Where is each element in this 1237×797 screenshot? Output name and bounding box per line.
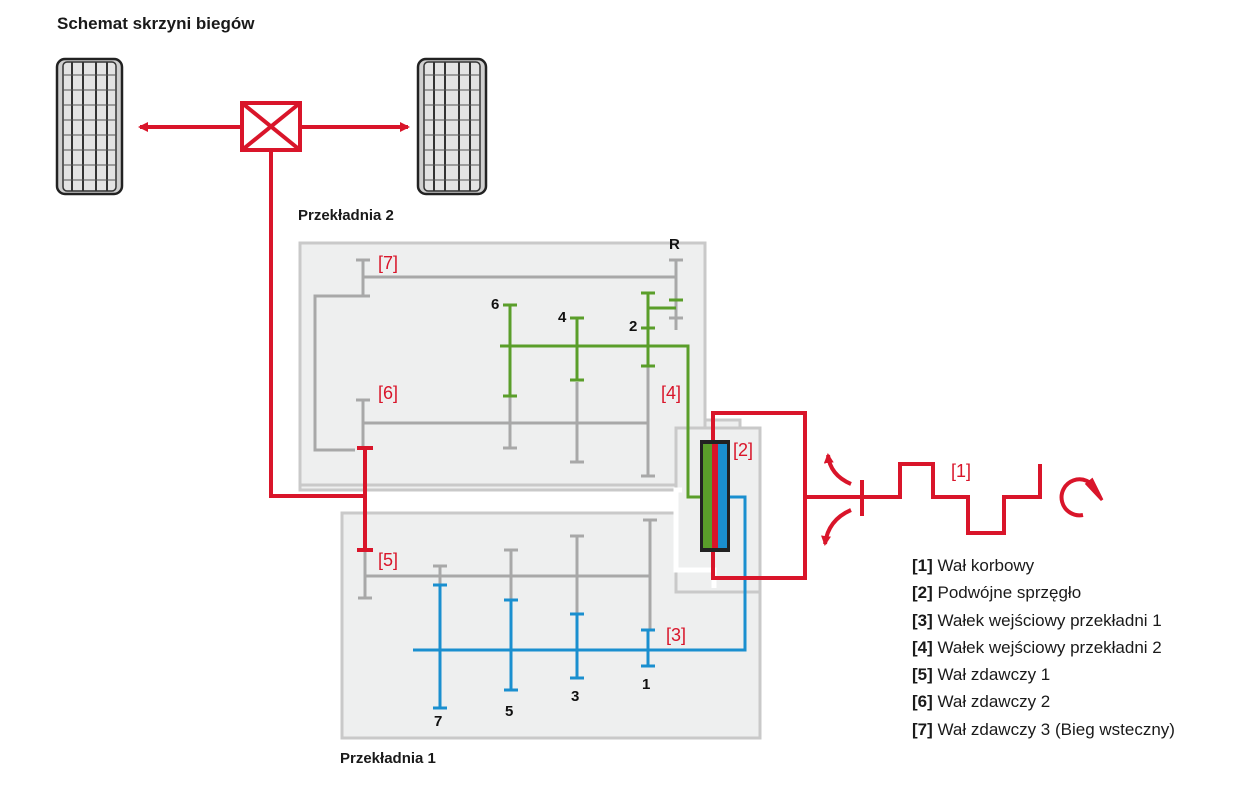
- legend-key: [5]: [912, 665, 933, 685]
- transmission-2-box-main: [298, 241, 707, 487]
- legend-key: [2]: [912, 583, 933, 603]
- tag-2: [2]: [733, 440, 754, 460]
- page-title: Schemat skrzyni biegów: [57, 14, 255, 33]
- legend-key: [1]: [912, 556, 933, 575]
- legend-item: [5] Wał zdawczy 1: [912, 661, 1175, 688]
- legend-key: [3]: [912, 610, 933, 630]
- legend-item: [1] Wał korbowy: [912, 552, 1175, 579]
- tag-7: [7]: [378, 253, 399, 273]
- gear-label-1: 1: [642, 676, 651, 693]
- crankshaft: [805, 462, 1042, 535]
- tag-6: [6]: [378, 383, 399, 403]
- tyre-left-icon: [55, 57, 124, 196]
- legend-item: [7] Wał zdawczy 3 (Bieg wsteczny): [912, 716, 1175, 743]
- gear-label-4: 4: [558, 309, 567, 326]
- differential-icon: [240, 101, 302, 152]
- legend-text: Wałek wejściowy przekładni 2: [937, 637, 1162, 657]
- legend-item: [6] Wał zdawczy 2: [912, 688, 1175, 715]
- input-shaft-1: [413, 495, 747, 710]
- legend-text: Wał zdawczy 3 (Bieg wsteczny): [937, 719, 1175, 739]
- legend-item: [4] Wałek wejściowy przekładni 2: [912, 634, 1175, 661]
- tag-4: [4]: [661, 383, 682, 403]
- gear-label-6: 6: [491, 296, 500, 313]
- tag-1: [1]: [951, 461, 972, 481]
- crankshaft-rotation-icon: [1059, 477, 1104, 518]
- gear-label-reverse: R: [669, 236, 680, 253]
- transmission-2-label: Przekładnia 2: [298, 207, 394, 224]
- gray-shafts: [313, 258, 683, 630]
- gear-label-7: 7: [434, 713, 443, 730]
- input-shaft-2: [500, 291, 700, 499]
- transmission-1-label: Przekładnia 1: [340, 750, 436, 767]
- legend-text: Wał zdawczy 1: [937, 665, 1051, 685]
- legend-key: [7]: [912, 719, 933, 739]
- rotation-arrows: [821, 453, 852, 546]
- gear-label-5: 5: [505, 703, 514, 720]
- drive-line: [269, 150, 365, 498]
- legend-key: [4]: [912, 637, 933, 657]
- gear-label-2: 2: [629, 318, 638, 335]
- legend-text: Wał zdawczy 2: [937, 692, 1051, 712]
- legend-key: [6]: [912, 692, 933, 712]
- tag-5: [5]: [378, 550, 399, 570]
- output-connector: [357, 446, 373, 552]
- tag-3: [3]: [666, 625, 687, 645]
- legend-text: Wałek wejściowy przekładni 1: [937, 610, 1162, 630]
- legend: [1] Wał korbowy [2] Podwójne sprzęgło [3…: [912, 552, 1175, 743]
- legend-item: [2] Podwójne sprzęgło: [912, 579, 1175, 606]
- double-clutch: [700, 440, 730, 552]
- legend-text: Podwójne sprzęgło: [937, 583, 1082, 603]
- legend-text: Wał korbowy: [937, 556, 1035, 575]
- legend-item: [3] Wałek wejściowy przekładni 1: [912, 607, 1175, 634]
- gear-label-3: 3: [571, 688, 580, 705]
- tyre-right-icon: [416, 57, 488, 196]
